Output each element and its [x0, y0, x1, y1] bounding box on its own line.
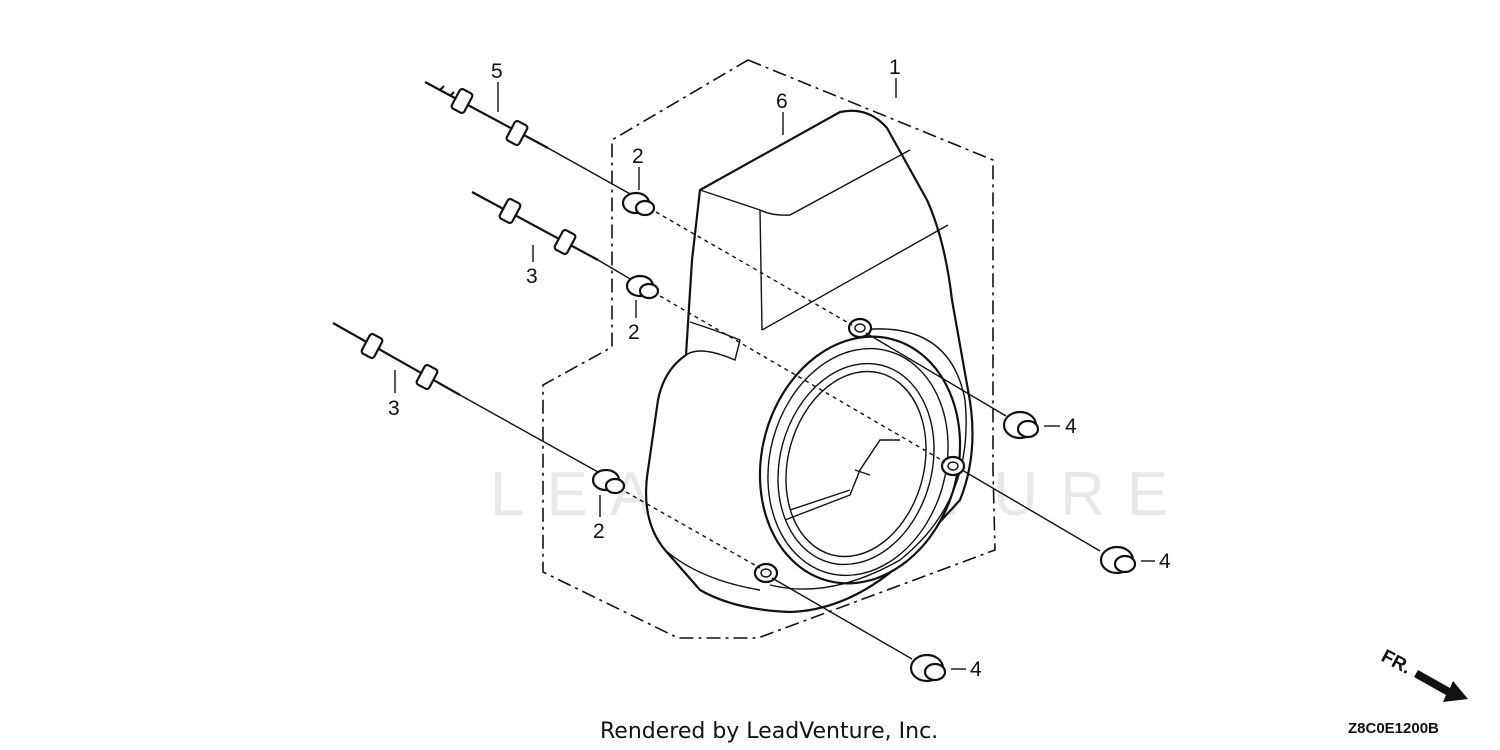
callout-3-upper: 3	[526, 265, 538, 288]
stud-bolt-5	[424, 81, 633, 196]
callout-4-bottom: 4	[970, 658, 982, 681]
leader-lines	[394, 78, 1155, 670]
stud-bolt-3-lower	[332, 322, 599, 473]
flange-nut-4-top	[1002, 410, 1040, 440]
assembly-boundary	[542, 59, 996, 639]
callout-2-bottom: 2	[593, 520, 605, 543]
front-arrow-icon	[1414, 670, 1468, 702]
front-direction-indicator: FR.	[1378, 646, 1468, 702]
callout-4-top: 4	[1065, 415, 1077, 438]
flange-nut-4-bottom	[909, 653, 947, 683]
stud-bolt-3-upper	[471, 191, 633, 281]
callout-3-lower: 3	[388, 397, 400, 420]
collar-2-bottom	[591, 468, 626, 495]
callout-5: 5	[491, 60, 503, 83]
callout-1: 1	[889, 56, 901, 79]
callout-2-middle: 2	[628, 321, 640, 344]
front-label: FR.	[1378, 646, 1415, 679]
collar-2-top	[621, 191, 656, 217]
callout-2-top: 2	[632, 145, 644, 168]
flange-nut-4-middle	[1099, 545, 1137, 575]
alignment-lines	[625, 211, 1101, 660]
fan-shroud	[645, 109, 974, 614]
diagram-code: Z8C0E1200B	[1348, 720, 1439, 737]
collar-2-middle	[625, 274, 660, 300]
callout-4-middle: 4	[1159, 550, 1171, 573]
footer-credit: Rendered by LeadVenture, Inc.	[600, 719, 938, 744]
callout-6: 6	[776, 90, 788, 113]
